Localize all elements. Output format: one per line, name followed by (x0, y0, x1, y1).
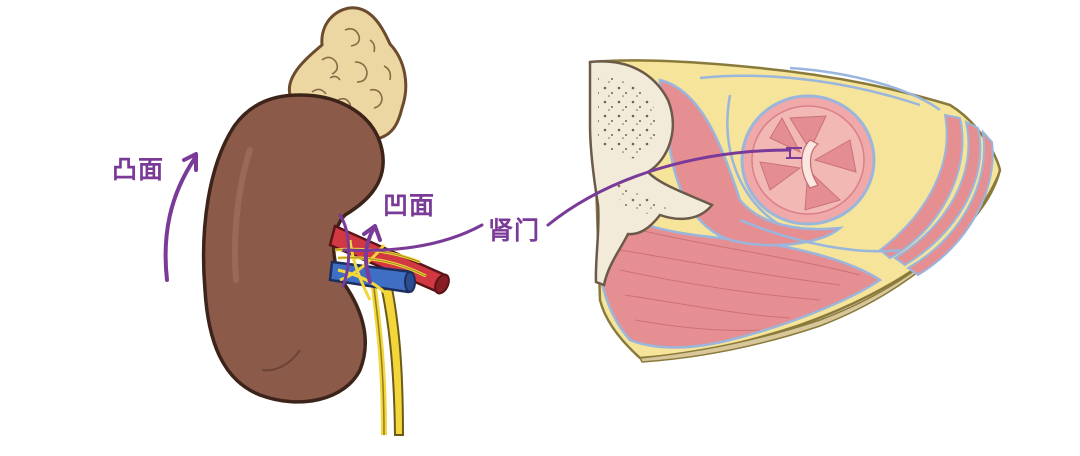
renal-fascia (699, 66, 941, 253)
concave-surface-label: 凹面 (383, 191, 436, 220)
concave-arrow (363, 226, 376, 284)
kidney-body (201, 93, 385, 404)
ureter (380, 286, 405, 436)
hilum-leader-right (546, 148, 792, 227)
hilum-bracket (338, 213, 351, 288)
renal-hilum-label: 肾门 (488, 216, 541, 245)
hilum-leader-left (342, 223, 484, 252)
annotation-arrows (163, 148, 792, 288)
convex-arrow (163, 156, 197, 282)
lateral-muscles (878, 113, 994, 277)
renal-pyramids (759, 115, 857, 211)
adrenal-texture (311, 28, 392, 115)
cross-section-illustration (588, 59, 1002, 363)
kidney-illustration (201, 6, 450, 436)
convex-surface-label: 凸面 (112, 155, 165, 184)
